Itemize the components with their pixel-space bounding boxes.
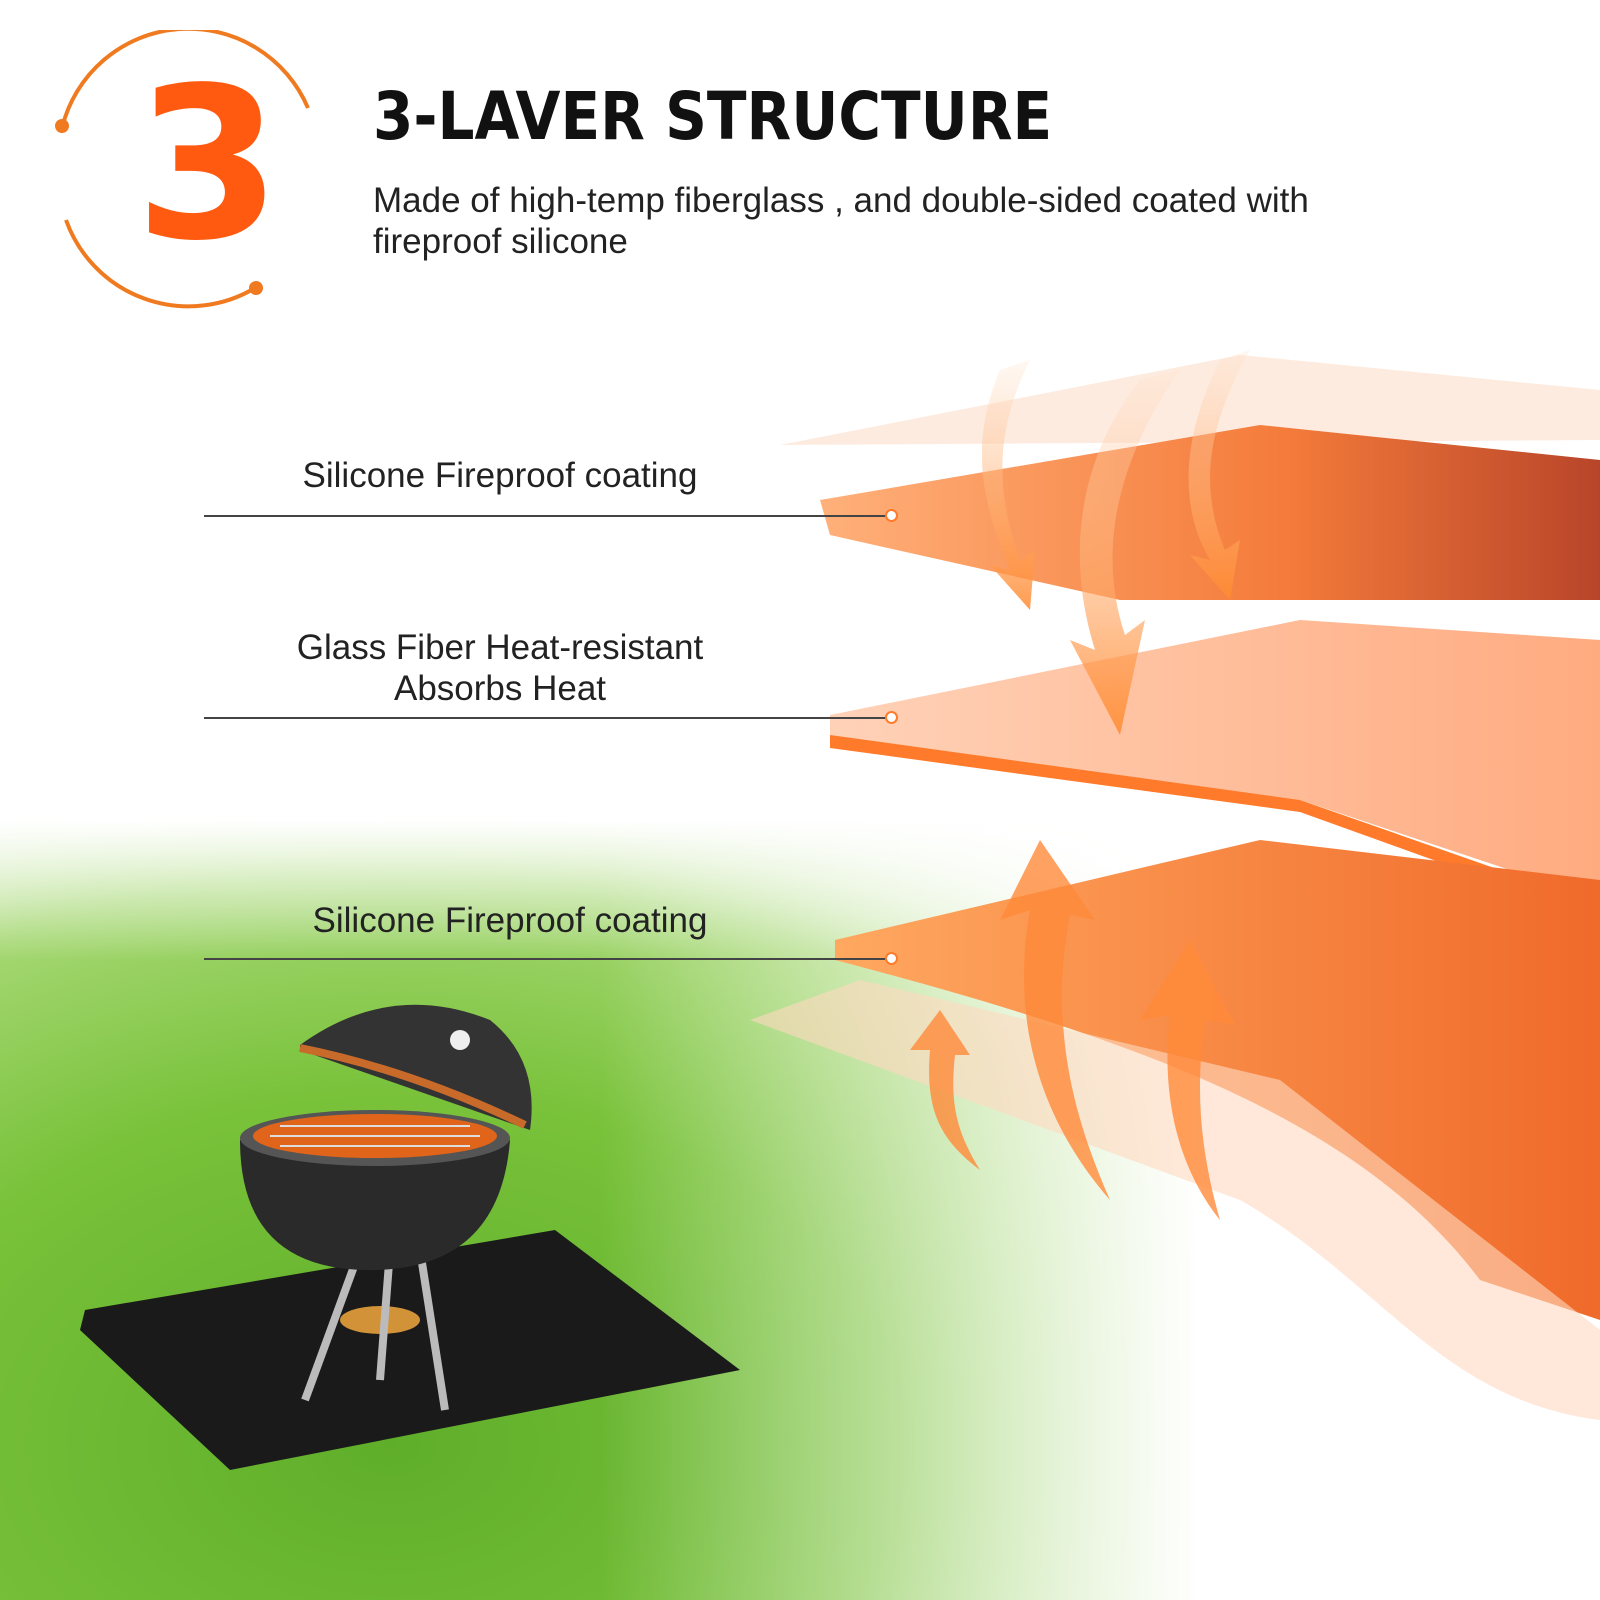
page-subtitle: Made of high-temp fiberglass , and doubl… xyxy=(373,181,1309,261)
marker-dot-icon xyxy=(885,952,898,965)
page-title: 3-LAVER STRUCTURE xyxy=(373,78,1053,155)
fire-mat xyxy=(80,1230,740,1470)
leader-line-top xyxy=(204,515,890,517)
layer-label-middle-line1: Glass Fiber Heat-resistant xyxy=(296,628,704,667)
layer-label-middle-line2: Absorbs Heat xyxy=(393,669,607,708)
grill-on-mat-image xyxy=(80,1004,740,1470)
badge-ring-icon xyxy=(55,30,310,309)
layer-diagram xyxy=(750,350,1600,1420)
marker-dot-icon xyxy=(885,711,898,724)
layer-label-top: Silicone Fireproof coating xyxy=(302,456,698,495)
layer-middle xyxy=(830,620,1600,900)
layer-label-bottom: Silicone Fireproof coating xyxy=(312,901,708,940)
marker-dot-icon xyxy=(885,509,898,522)
leader-line-middle xyxy=(204,717,890,719)
leader-line-bottom xyxy=(204,958,890,960)
step-number: 3 xyxy=(135,42,282,287)
